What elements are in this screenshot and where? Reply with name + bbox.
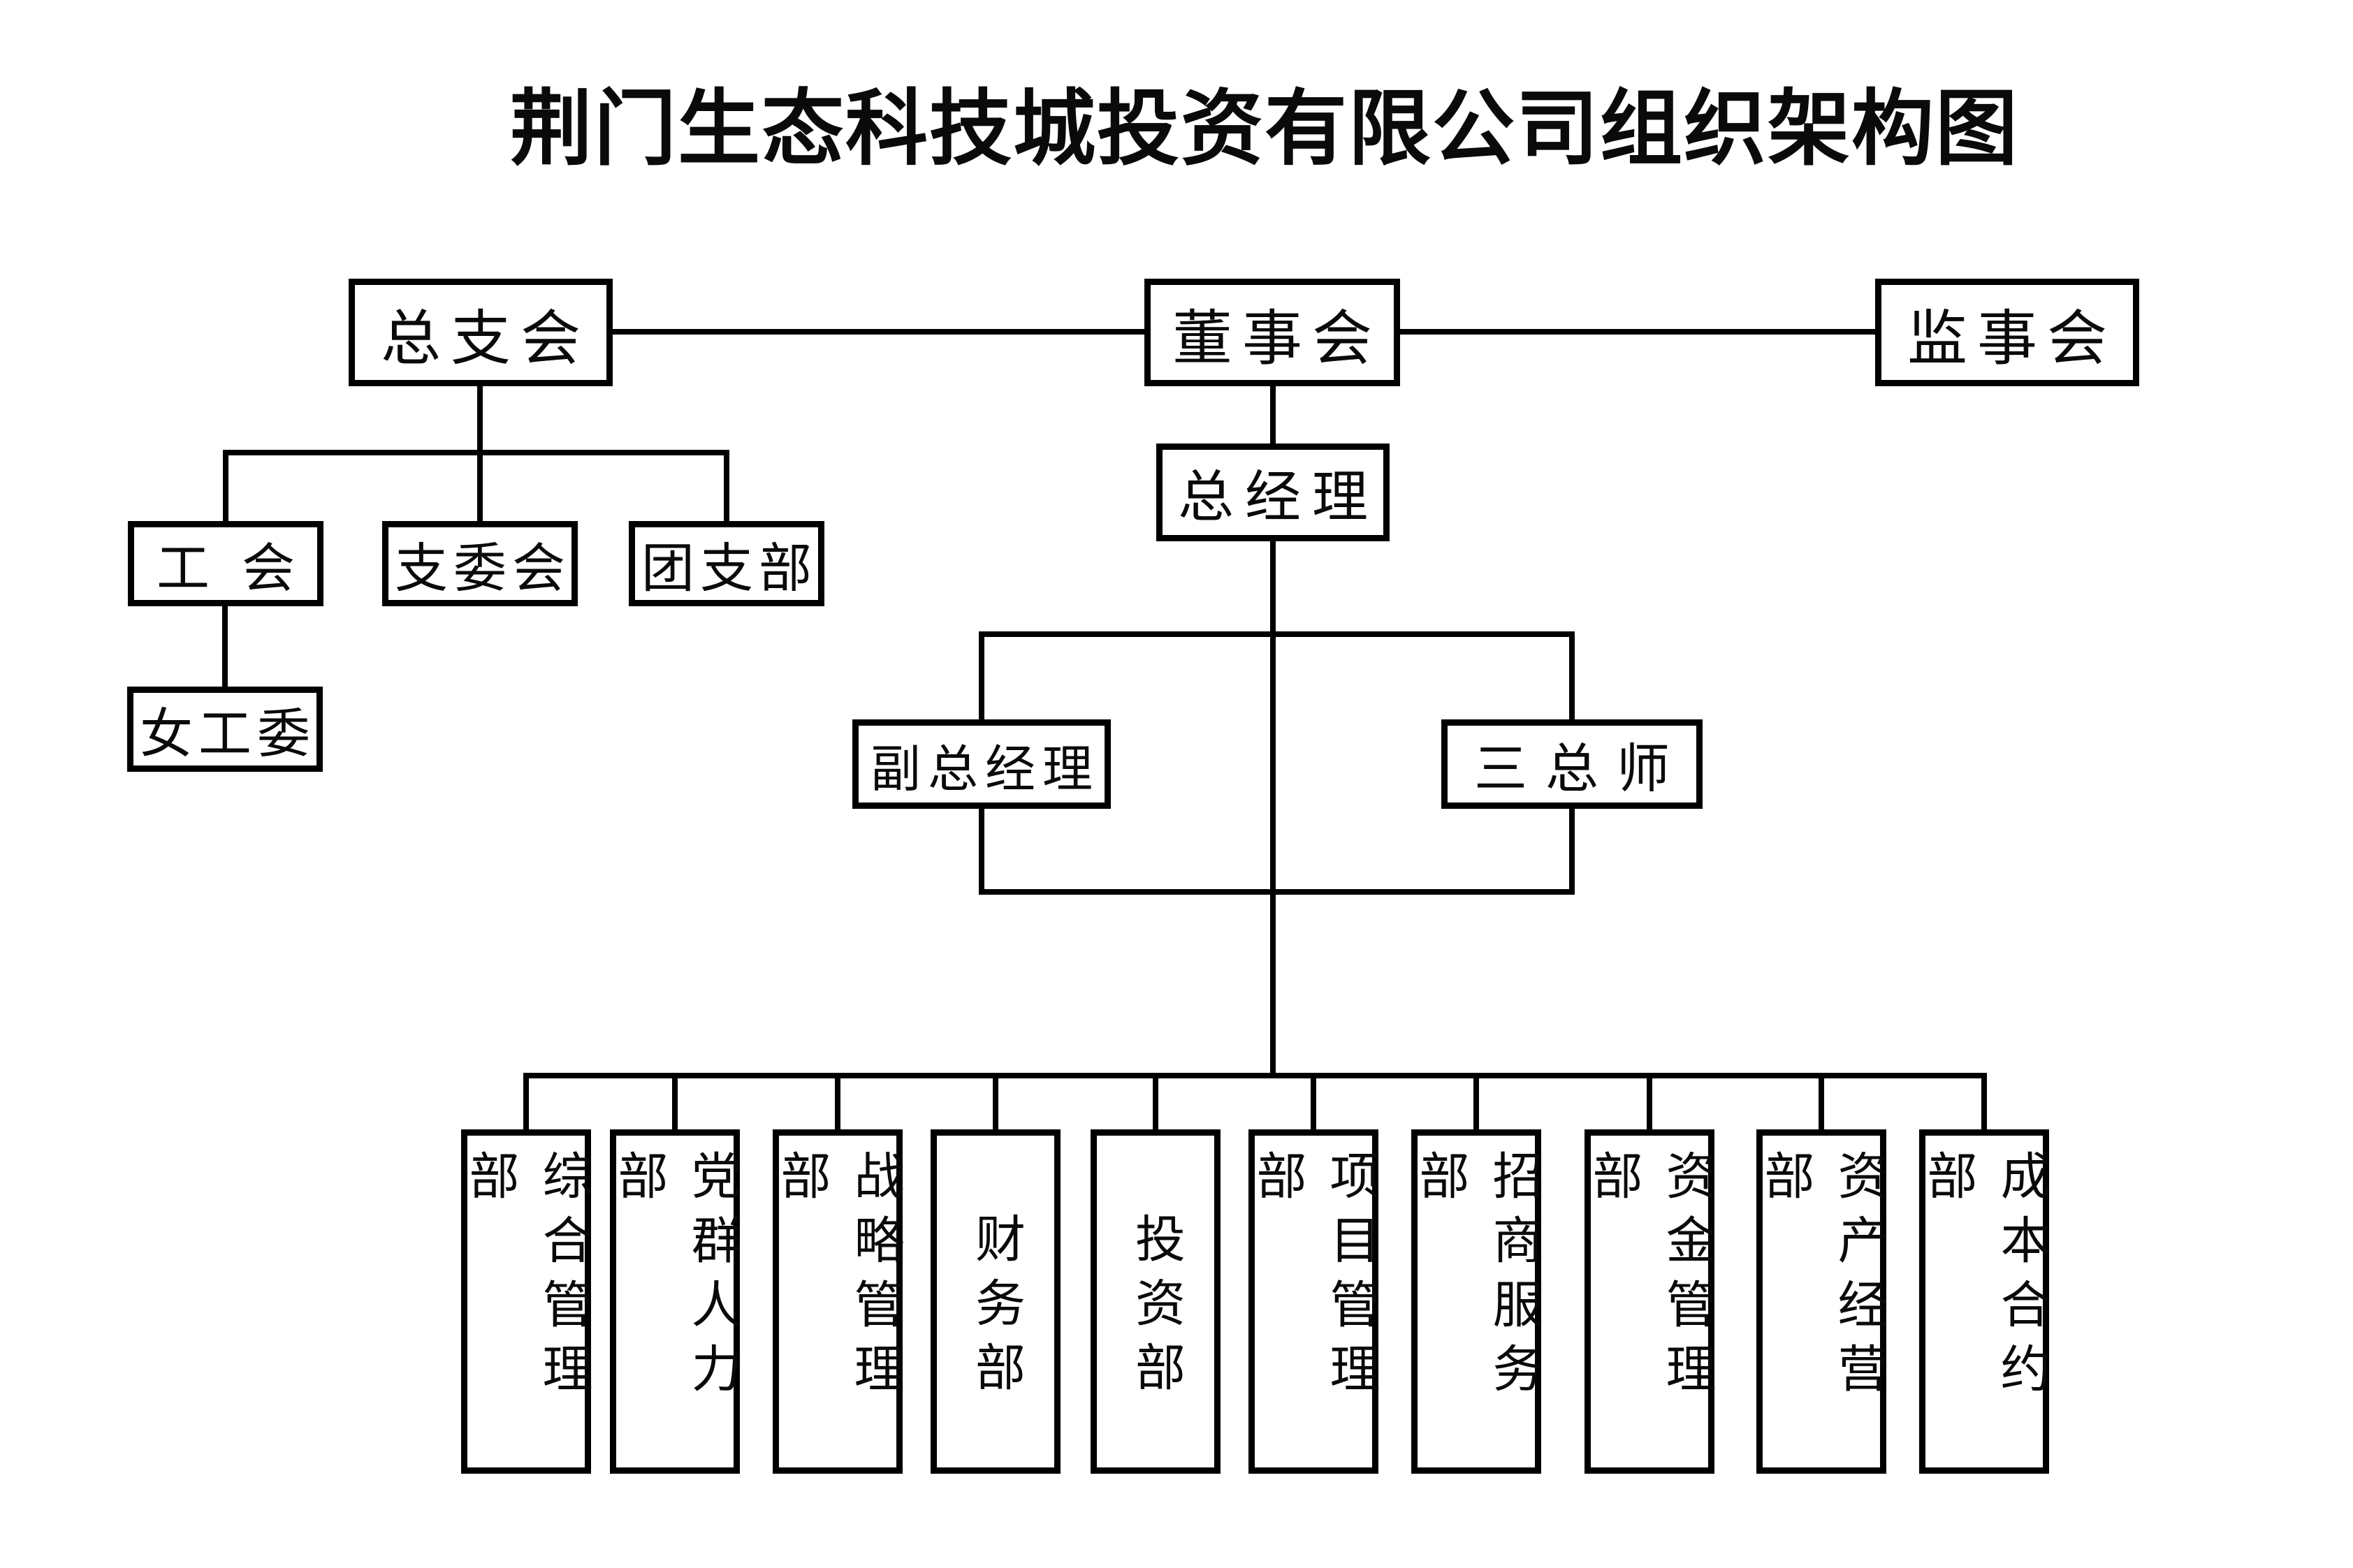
dept-label: 投资部 — [1127, 1212, 1183, 1405]
connector-line — [979, 889, 1575, 895]
connector-line — [1400, 329, 1875, 335]
dept-label: 招商服务部 — [1411, 1150, 1540, 1407]
connector-line — [724, 450, 729, 521]
connector-line — [1569, 809, 1575, 895]
connector-line — [222, 606, 228, 687]
node-zongzhihui: 总支会 — [349, 279, 613, 386]
dept-label: 财务部 — [967, 1212, 1023, 1405]
node-zhiweihui: 支委会 — [382, 521, 578, 606]
dept-xiangmu-guanli: 项目管理部 — [1248, 1129, 1378, 1474]
dept-zhanlue-guanli: 战略管理部 — [773, 1129, 903, 1474]
connector-line — [1153, 1073, 1158, 1129]
dept-label: 资金管理部 — [1585, 1150, 1714, 1407]
connector-line — [223, 450, 729, 455]
connector-line — [979, 631, 984, 719]
dept-chengben-heyue: 成本合约部 — [1919, 1129, 2049, 1474]
dept-label: 党群人力部 — [610, 1150, 739, 1407]
connector-line — [1981, 1073, 1987, 1129]
dept-label: 资产经营部 — [1756, 1150, 1886, 1407]
node-tuanzhibu: 团支部 — [629, 521, 824, 606]
dept-label: 成本合约部 — [1919, 1150, 2048, 1407]
connector-line — [1311, 1073, 1316, 1129]
node-fuzongjingli: 副总经理 — [852, 719, 1111, 809]
dept-label: 项目管理部 — [1248, 1150, 1378, 1407]
dept-dangqun-renli: 党群人力部 — [610, 1129, 740, 1474]
connector-line — [1569, 631, 1575, 719]
connector-line — [835, 1073, 840, 1129]
node-dongshihui: 董事会 — [1144, 279, 1400, 386]
dept-zijin-guanli: 资金管理部 — [1585, 1129, 1714, 1474]
dept-label: 综合管理部 — [461, 1150, 590, 1407]
connector-line — [523, 1073, 529, 1129]
connector-line — [979, 809, 984, 895]
node-jianshihui: 监事会 — [1875, 279, 2139, 386]
connector-line — [1270, 385, 1276, 444]
dept-touzi: 投资部 — [1091, 1129, 1221, 1474]
connector-line — [672, 1073, 678, 1129]
node-gonghui: 工会 — [128, 521, 323, 606]
connector-line — [1473, 1073, 1479, 1129]
connector-line — [1819, 1073, 1824, 1129]
connector-line — [1270, 541, 1276, 1078]
connector-line — [523, 1073, 1987, 1078]
connector-line — [1647, 1073, 1652, 1129]
connector-line — [613, 329, 1147, 335]
node-zongjingli: 总经理 — [1156, 444, 1390, 541]
connector-line — [993, 1073, 998, 1129]
dept-caiwu: 财务部 — [931, 1129, 1061, 1474]
dept-zonghe-guanli: 综合管理部 — [461, 1129, 591, 1474]
connector-line — [979, 631, 1575, 637]
dept-zhaoshang-fuwu: 招商服务部 — [1411, 1129, 1541, 1474]
connector-line — [223, 450, 228, 521]
node-nvgongwei: 女工委 — [127, 687, 323, 772]
dept-label: 战略管理部 — [773, 1150, 902, 1407]
node-sanzongshi: 三总师 — [1441, 719, 1703, 809]
dept-zichan-jingying: 资产经营部 — [1756, 1129, 1886, 1474]
chart-title: 荆门生态科技城投资有限公司组织架构图 — [509, 84, 2019, 175]
